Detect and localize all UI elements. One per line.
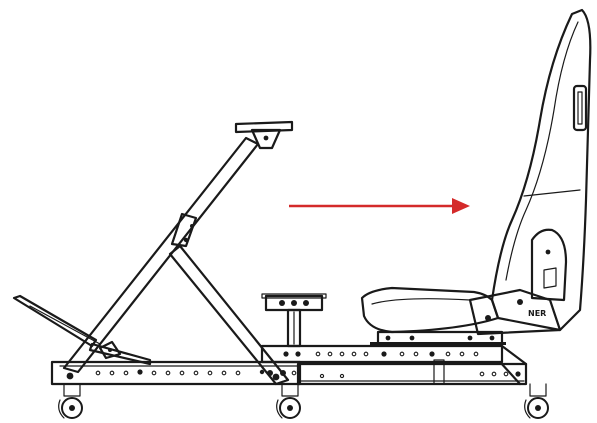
steering-column — [62, 136, 260, 374]
rail-holes — [283, 351, 479, 357]
caster-front — [58, 383, 83, 419]
seat-back — [490, 8, 592, 332]
seat-bracket — [468, 288, 562, 336]
column-clamp — [170, 212, 198, 248]
pedal-mount — [261, 293, 327, 348]
rail-joint — [433, 359, 445, 385]
wheel-mount-bracket — [250, 128, 282, 150]
racing-seat: NER — [360, 8, 592, 346]
caster-middle — [276, 383, 301, 419]
rear-base-tube — [296, 362, 528, 386]
tray-plate — [12, 294, 98, 348]
base-frame — [50, 344, 528, 386]
seat-cushion — [360, 286, 500, 334]
harness-slot — [572, 84, 588, 132]
rear-strut — [168, 244, 290, 386]
arrow-head — [452, 198, 470, 214]
seat-logo: NER — [528, 309, 546, 318]
side-tray — [12, 294, 152, 366]
rear-tube-holes — [319, 371, 521, 379]
side-bolster — [530, 228, 568, 302]
wheel-stand — [62, 120, 294, 386]
slider-rail — [370, 342, 506, 345]
caster-rear — [524, 383, 549, 419]
tray-clamp — [98, 340, 122, 360]
slide-direction-arrow — [289, 198, 470, 214]
wheel-mount-plate — [234, 120, 294, 134]
pedal-post — [286, 308, 302, 348]
seat-rail-tube — [260, 344, 504, 364]
tray-arm — [88, 342, 152, 366]
front-tube-holes — [95, 369, 297, 376]
